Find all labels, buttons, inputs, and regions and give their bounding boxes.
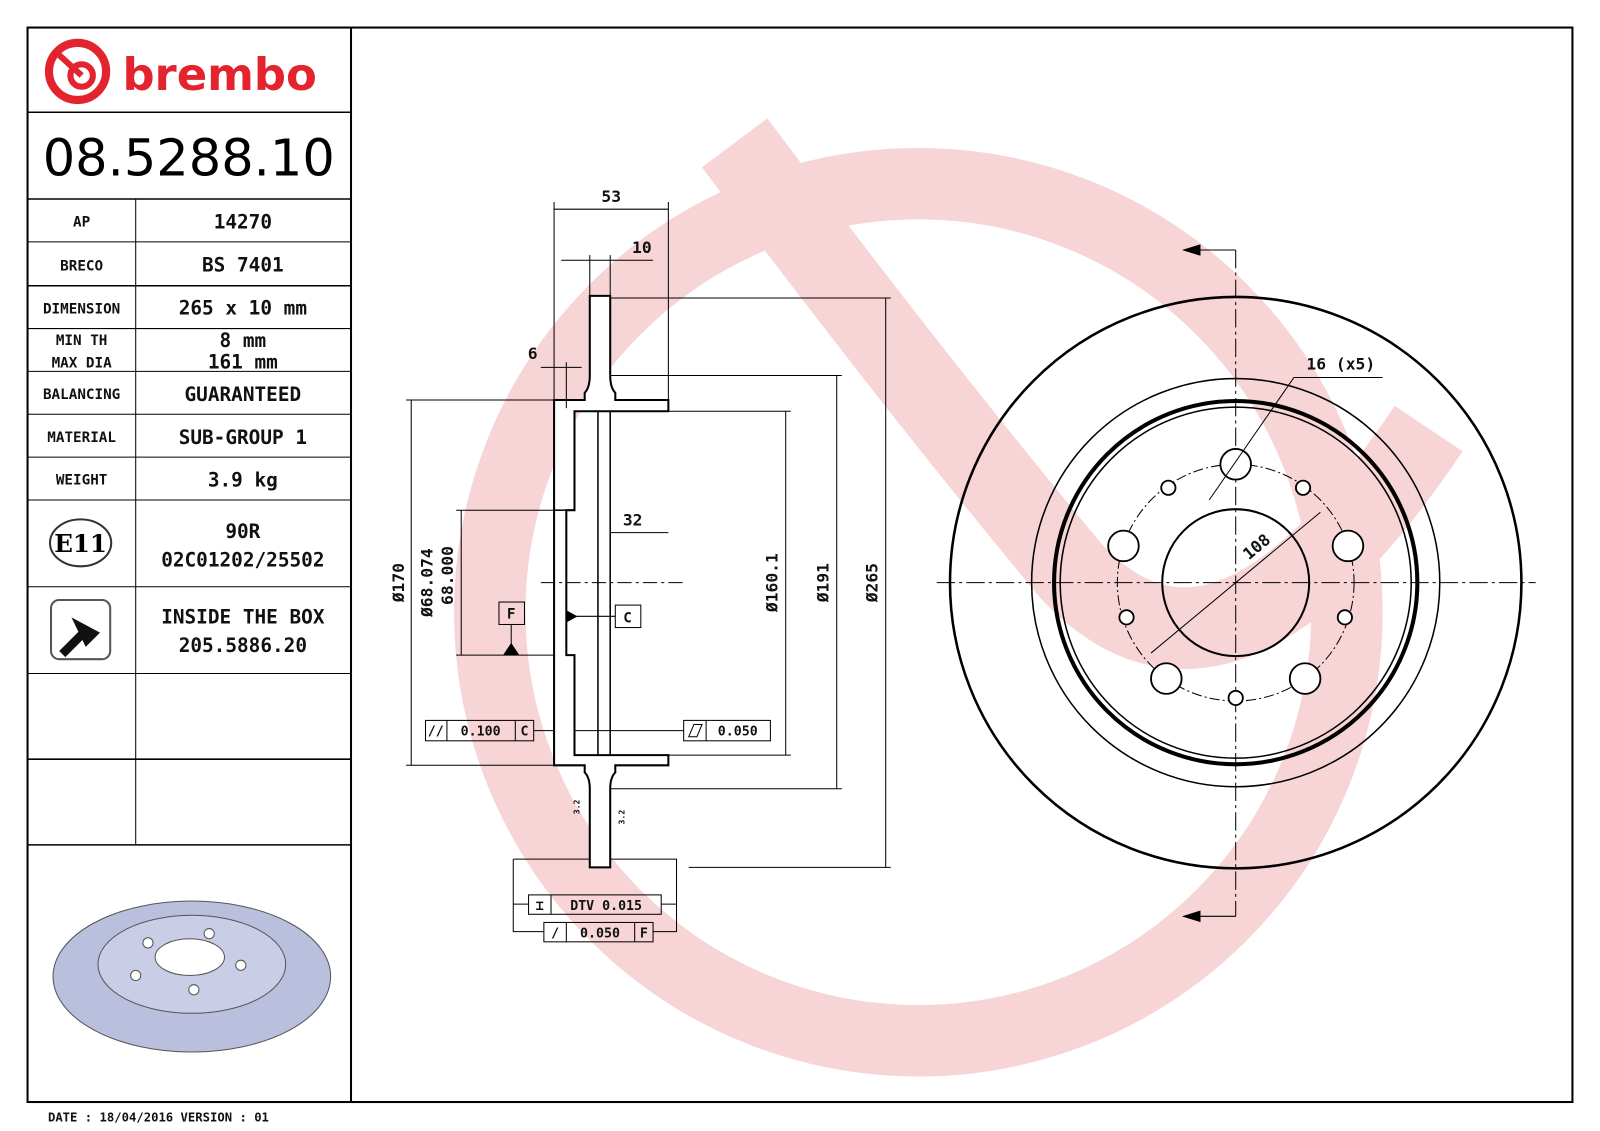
hole-callout: 16 (x5) [1306,354,1375,373]
screw-icon [49,598,112,661]
svg-text:/: / [551,927,559,942]
outer-frame [26,26,1574,1104]
dim-32: 32 [623,511,643,530]
tolerance-parallel: // 0.100 C [424,719,555,742]
spec-label: MATERIAL [47,430,116,446]
dim-170: Ø170 [389,563,408,603]
dim-53: 53 [601,187,621,206]
spec-table-grid [27,111,352,846]
approval-line1: 90R [225,520,260,543]
brembo-logo: brembo [44,38,317,105]
dim-191: Ø191 [814,563,833,603]
datum-f: F [498,601,525,656]
svg-text://: // [428,725,444,740]
svg-text:E11: E11 [54,529,107,558]
svg-text:⌶: ⌶ [536,899,544,914]
spec-value: GUARANTEED [185,383,302,406]
svg-text:0.100: 0.100 [461,725,501,740]
spec-label: BALANCING [43,387,120,403]
dim-265: Ø265 [863,563,882,603]
footer-date-version: DATE : 18/04/2016 VERSION : 01 [48,1110,269,1124]
spec-label: BRECO [60,258,103,274]
spec-value: 14270 [214,211,272,234]
svg-text:C: C [623,610,632,626]
part-number: 08.5288.10 [43,130,335,189]
dim-68-000: 68.000 [438,546,457,605]
disc-3d-image [52,900,332,1053]
tolerance-runout: / 0.050 F [543,921,654,943]
section-view [540,294,684,869]
brand-name: brembo [122,48,316,101]
tolerance-dtv: ⌶ DTV 0.015 [528,894,662,915]
front-view [936,244,1536,923]
svg-text:F: F [640,927,648,942]
spec-label: MAX DIA [52,355,113,371]
spec-label: AP [73,215,90,231]
svg-text:C: C [520,725,528,740]
dimension-lines [406,202,891,933]
dim-160-1: Ø160.1 [763,553,782,613]
dim-68-074: Ø68.074 [418,548,437,618]
svg-text:F: F [507,606,516,622]
dim-10: 10 [632,238,652,257]
e11-approval-mark: E11 [48,518,113,568]
spec-label: DIMENSION [43,301,120,317]
spec-label: WEIGHT [56,473,108,489]
approval-line2: 02C01202/25502 [161,548,324,571]
dim-6: 6 [528,344,538,363]
spec-value: BS 7401 [202,253,284,276]
spec-value: SUB-GROUP 1 [179,426,307,449]
datum-c: C [566,604,642,629]
svg-text:0.050: 0.050 [718,725,758,740]
svg-text:0.050: 0.050 [580,927,620,942]
roughness-left: 3.2 [572,799,582,814]
spec-value: 3.9 kg [208,469,278,492]
spec-value: 8 mm [220,329,267,352]
spec-value: 265 x 10 mm [179,296,307,319]
roughness-right: 3.2 [616,810,626,825]
svg-text:DTV 0.015: DTV 0.015 [570,899,642,914]
screw-line1: INSIDE THE BOX [161,605,325,628]
tolerance-flatness: 0.050 [574,719,771,742]
spec-label: MIN TH [56,333,108,349]
spec-value: 161 mm [208,350,278,373]
screw-line2: 205.5886.20 [179,634,307,657]
